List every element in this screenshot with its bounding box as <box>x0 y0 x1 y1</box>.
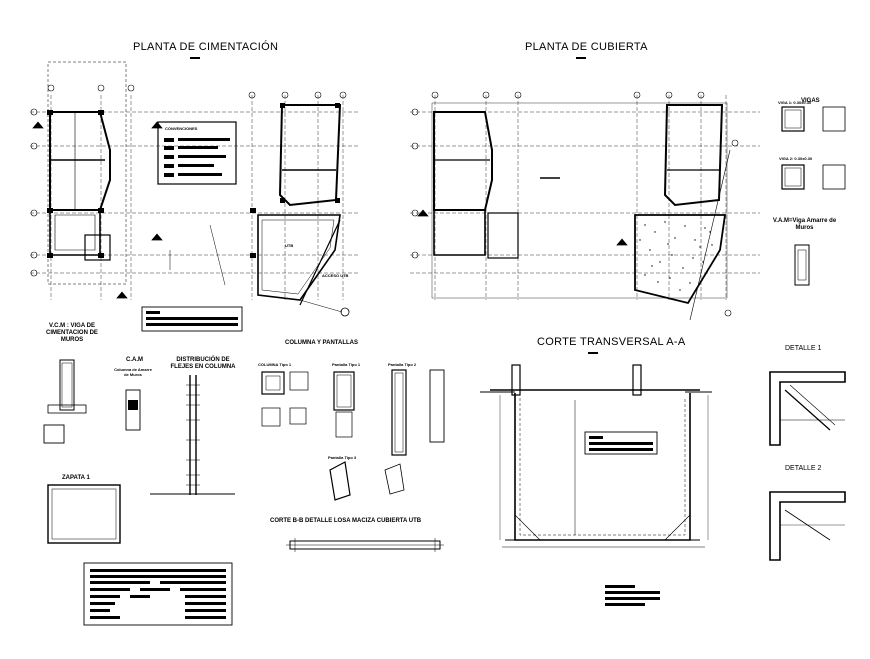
beam-2-label: VIGA 2: 0.30x0.30 <box>779 156 813 161</box>
cam-title: C.A.M <box>126 357 143 363</box>
footing-title: ZAPATA 1 <box>62 475 90 481</box>
beam-1-label: VIGA 1: 0.30x0.30 <box>778 100 812 105</box>
rebar-distribution-title: DISTRIBUCIÓN DE FLEJES EN COLUMNA <box>170 357 236 370</box>
foundation-plan-underline <box>190 57 200 59</box>
access-label: ACCESO UTB <box>322 273 349 278</box>
column-type-1-label: COLUMNA Tipo 1 <box>258 362 292 367</box>
beam-details <box>781 106 846 286</box>
roof-plan <box>410 91 760 321</box>
conventions-legend <box>157 121 237 185</box>
cam-subtitle: Columna de Amarre de Muros <box>114 367 152 377</box>
utb-label: UTB <box>285 243 294 248</box>
foundation-beam-title: V.C.M : VIGA DE CIMENTACION DE MUROS <box>46 323 98 343</box>
detail-1-drawing <box>769 371 846 446</box>
slab-section <box>286 538 444 552</box>
wall-type-1-label: Pantalla Tipo 1 <box>332 362 361 367</box>
cross-section-title: CORTE TRANSVERSAL A-A <box>537 336 686 348</box>
beams-title: VIGAS <box>801 98 820 104</box>
wall-type-2-label: Pantalla Tipo 2 <box>388 362 417 367</box>
notes-table <box>83 562 233 626</box>
section-note <box>605 585 660 606</box>
tie-column-detail <box>125 375 235 495</box>
columns-walls-details <box>261 369 445 501</box>
cross-section-aa <box>480 364 712 548</box>
foundation-plan-title: PLANTA DE CIMENTACIÓN <box>133 41 279 53</box>
roof-slab-hatch <box>639 221 713 291</box>
cross-section-underline <box>588 352 598 354</box>
slab-section-title: CORTE B-B DETALLE LOSA MACIZA CUBIERTA U… <box>270 518 422 524</box>
foundation-plan <box>30 61 360 317</box>
wall-tie-beam-title: V.A.M=Viga Amarre de Muros <box>772 218 837 231</box>
detail-1-title: DETALLE 1 <box>785 345 822 352</box>
roof-plan-title: PLANTA DE CUBIERTA <box>525 41 648 53</box>
detail-2-drawing <box>769 491 846 561</box>
foundation-beam-detail <box>43 359 87 444</box>
roof-plan-underline <box>576 57 586 59</box>
footing-detail <box>47 484 121 544</box>
detail-2-title: DETALLE 2 <box>785 465 822 472</box>
columns-walls-title: COLUMNA Y PANTALLAS <box>285 340 358 346</box>
conventions-label: CONVENCIONES <box>165 126 198 131</box>
wall-type-3-label: Pantalla Tipo 3 <box>328 455 357 460</box>
